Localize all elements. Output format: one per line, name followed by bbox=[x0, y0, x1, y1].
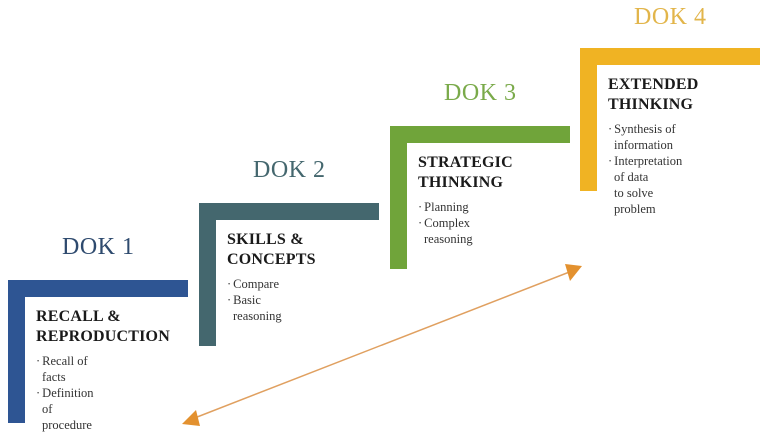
dok-2-bullet: Basic reasoning bbox=[227, 292, 282, 324]
dok-4-bullet: Interpretation of data to solve problem bbox=[608, 153, 682, 217]
dok-1-title-line1: RECALL & bbox=[36, 308, 121, 325]
dok-3-bullet: Complex reasoning bbox=[418, 215, 473, 247]
dok-4-title-line2: THINKING bbox=[608, 96, 694, 113]
dok-4-bullets: Synthesis of information Interpretation … bbox=[608, 121, 682, 217]
dok-4-bullet: Synthesis of information bbox=[608, 121, 682, 153]
dok-1-bullet: Recall of facts bbox=[36, 353, 94, 385]
dok-1-bar-horizontal bbox=[8, 280, 188, 297]
dok-2-bullets: Compare Basic reasoning bbox=[227, 276, 282, 324]
arrow-head-left-icon bbox=[182, 410, 200, 426]
dok-2-bullet: Compare bbox=[227, 276, 282, 292]
dok-3-label: DOK 3 bbox=[444, 80, 517, 106]
dok-1-title: RECALL & REPRODUCTION bbox=[36, 307, 170, 347]
dok-4-bar-vertical bbox=[580, 48, 597, 191]
arrow-head-right-icon bbox=[565, 264, 582, 281]
dok-3-bullets: Planning Complex reasoning bbox=[418, 199, 473, 247]
dok-4-title: EXTENDED THINKING bbox=[608, 75, 699, 115]
dok-1-title-line2: REPRODUCTION bbox=[36, 328, 170, 345]
dok-2-label: DOK 2 bbox=[253, 157, 326, 183]
dok-1-bullets: Recall of facts Definition of procedure bbox=[36, 353, 94, 433]
dok-4-title-line1: EXTENDED bbox=[608, 76, 699, 93]
arrow-line bbox=[191, 270, 573, 420]
dok-1-label: DOK 1 bbox=[62, 234, 135, 260]
dok-2-title-line1: SKILLS & bbox=[227, 231, 304, 248]
dok-2-title: SKILLS & CONCEPTS bbox=[227, 230, 316, 270]
dok-1-bar-vertical bbox=[8, 280, 25, 423]
dok-3-title-line2: THINKING bbox=[418, 174, 504, 191]
dok-4-label: DOK 4 bbox=[634, 4, 707, 30]
dok-3-bullet: Planning bbox=[418, 199, 473, 215]
dok-1-bullet: Definition of procedure bbox=[36, 385, 94, 433]
dok-4-bar-horizontal bbox=[580, 48, 760, 65]
dok-2-bar-horizontal bbox=[199, 203, 379, 220]
dok-3-title-line1: STRATEGIC bbox=[418, 154, 513, 171]
dok-3-bar-vertical bbox=[390, 126, 407, 269]
dok-3-bar-horizontal bbox=[390, 126, 570, 143]
dok-3-title: STRATEGIC THINKING bbox=[418, 153, 513, 193]
dok-2-title-line2: CONCEPTS bbox=[227, 251, 316, 268]
dok-2-bar-vertical bbox=[199, 203, 216, 346]
